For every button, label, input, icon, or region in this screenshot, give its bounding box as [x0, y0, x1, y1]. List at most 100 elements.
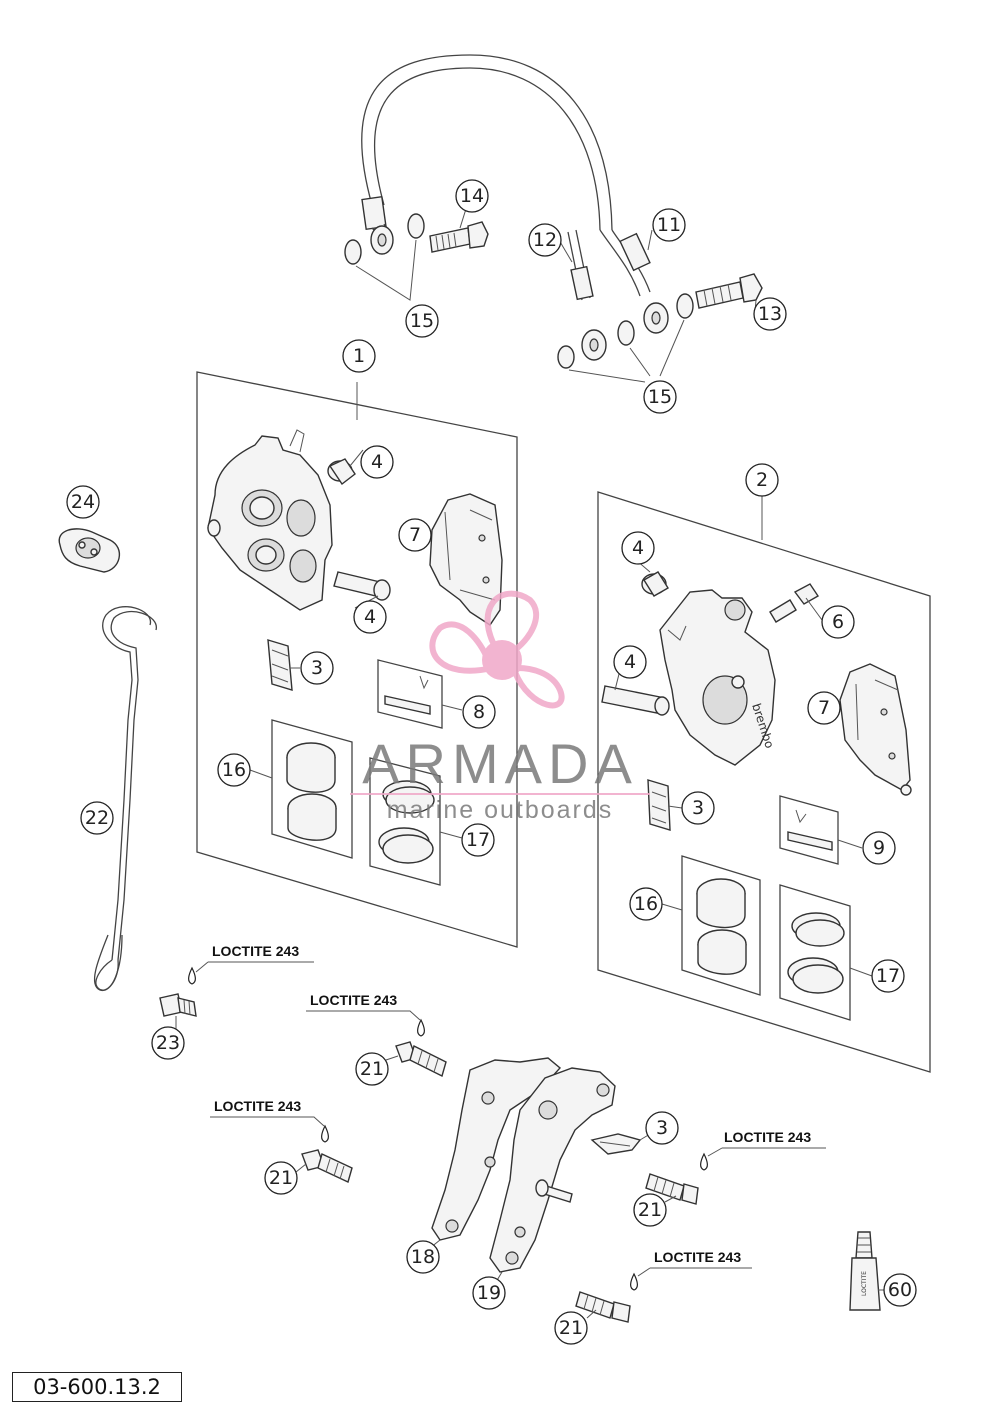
callout-19: 19 — [472, 1276, 506, 1310]
bolt-21-right — [645, 1173, 699, 1205]
bolt-21-left — [301, 1149, 353, 1183]
svg-text:21: 21 — [559, 1317, 583, 1339]
callout-3: 3 — [300, 651, 334, 685]
callout-21: 21 — [554, 1311, 588, 1345]
caliper-bracket-18 — [431, 1057, 562, 1241]
callout-8: 8 — [462, 695, 496, 729]
loctite-note-21-upper: LOCTITE 243 — [306, 992, 425, 1037]
svg-text:14: 14 — [460, 185, 484, 207]
armada-watermark: ARMADA marine outboards — [350, 590, 650, 824]
propeller-logo-icon — [429, 590, 565, 709]
diagram-code-label: 03-600.13.2 — [12, 1372, 182, 1402]
svg-text:15: 15 — [648, 386, 672, 408]
svg-text:1: 1 — [353, 345, 365, 367]
banjo-bolt-14 — [429, 221, 489, 253]
sealing-washers-15 — [344, 213, 694, 383]
loctite-note-21-left: LOCTITE 243 — [210, 1098, 329, 1143]
cable-22 — [93, 606, 157, 991]
svg-text:3: 3 — [692, 797, 704, 819]
callout-16: 16 — [629, 887, 663, 921]
svg-text:6: 6 — [832, 611, 844, 633]
loctite-note-21-lower: LOCTITE 243 — [630, 1249, 752, 1291]
banjo-bolt-13 — [695, 273, 763, 309]
callout-17: 17 — [871, 959, 905, 993]
caliper-kit-panel-2: brembo — [597, 491, 931, 1073]
callouts: 1 2 3 3 3 4 4 4 4 6 7 7 8 9 11 12 13 14 … — [66, 179, 917, 1345]
svg-text:15: 15 — [410, 310, 434, 332]
svg-text:7: 7 — [409, 524, 421, 546]
bolt-21-upper — [395, 1041, 447, 1078]
watermark-brand: ARMADA — [362, 732, 638, 795]
caliper-kit-panel-1 — [196, 371, 518, 948]
callout-18: 18 — [406, 1240, 440, 1274]
callout-12: 12 — [528, 223, 562, 257]
callout-14: 14 — [455, 179, 489, 213]
svg-text:21: 21 — [269, 1167, 293, 1189]
svg-text:3: 3 — [656, 1117, 668, 1139]
svg-text:23: 23 — [156, 1032, 180, 1054]
svg-text:7: 7 — [818, 697, 830, 719]
svg-text:24: 24 — [71, 491, 95, 513]
svg-text:22: 22 — [85, 807, 109, 829]
callout-22: 22 — [80, 801, 114, 835]
callout-2: 2 — [745, 463, 779, 497]
callout-16: 16 — [217, 753, 251, 787]
callout-4: 4 — [621, 531, 655, 565]
svg-text:21: 21 — [638, 1199, 662, 1221]
svg-text:60: 60 — [888, 1279, 912, 1301]
callout-21: 21 — [633, 1193, 667, 1227]
svg-text:17: 17 — [876, 965, 900, 987]
svg-text:8: 8 — [473, 701, 485, 723]
svg-text:21: 21 — [360, 1058, 384, 1080]
svg-text:3: 3 — [311, 657, 323, 679]
callout-17: 17 — [461, 823, 495, 857]
caliper-bracket-19 — [489, 1067, 616, 1273]
callout-4: 4 — [613, 645, 647, 679]
callout-21: 21 — [355, 1052, 389, 1086]
loctite-label: LOCTITE 243 — [724, 1129, 811, 1145]
callout-1: 1 — [342, 339, 376, 373]
svg-text:12: 12 — [533, 229, 557, 251]
svg-text:9: 9 — [873, 837, 885, 859]
loctite-label: LOCTITE 243 — [310, 992, 397, 1008]
svg-text:4: 4 — [364, 606, 376, 628]
callout-11: 11 — [652, 208, 686, 242]
svg-text:19: 19 — [477, 1282, 501, 1304]
svg-text:16: 16 — [222, 759, 246, 781]
callout-4: 4 — [353, 600, 387, 634]
clip-3 — [590, 1133, 642, 1155]
loctite-note-21-right: LOCTITE 243 — [700, 1129, 826, 1171]
grommet-24 — [58, 528, 121, 573]
callout-6: 6 — [821, 605, 855, 639]
callout-3: 3 — [645, 1111, 679, 1145]
svg-text:17: 17 — [466, 829, 490, 851]
loctite-label: LOCTITE 243 — [214, 1098, 301, 1114]
callout-23: 23 — [151, 1026, 185, 1060]
bottle-label: LOCTITE — [861, 1271, 868, 1296]
callout-7: 7 — [807, 691, 841, 725]
svg-text:13: 13 — [758, 303, 782, 325]
loctite-bottle-60: LOCTITE — [849, 1231, 881, 1311]
svg-text:4: 4 — [371, 451, 383, 473]
svg-text:16: 16 — [634, 893, 658, 915]
callout-13: 13 — [753, 297, 787, 331]
svg-text:4: 4 — [624, 651, 636, 673]
bolt-21-lower — [575, 1291, 631, 1323]
callout-3: 3 — [681, 791, 715, 825]
svg-text:4: 4 — [632, 537, 644, 559]
watermark-tagline: marine outboards — [387, 796, 614, 824]
callout-15: 15 — [405, 304, 439, 338]
callout-21: 21 — [264, 1161, 298, 1195]
loctite-label: LOCTITE 243 — [212, 943, 299, 959]
loctite-label: LOCTITE 243 — [654, 1249, 741, 1265]
svg-text:18: 18 — [411, 1246, 435, 1268]
svg-text:11: 11 — [657, 214, 681, 236]
svg-text:2: 2 — [756, 469, 768, 491]
callout-7: 7 — [398, 518, 432, 552]
bolt-23 — [159, 993, 197, 1017]
callout-9: 9 — [862, 831, 896, 865]
brake-line-12 — [567, 229, 607, 361]
callout-60: 60 — [883, 1273, 917, 1307]
callout-15: 15 — [643, 380, 677, 414]
